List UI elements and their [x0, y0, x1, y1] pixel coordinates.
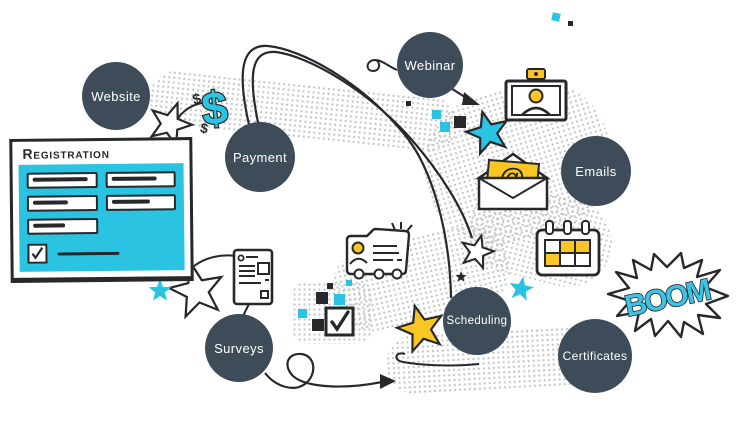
registration-form: Registration — [9, 137, 194, 283]
confetti-square — [316, 292, 328, 304]
node-website: Website — [82, 62, 150, 130]
node-payment: Payment — [225, 122, 295, 192]
dollar-small-icon: $ — [199, 119, 210, 136]
boom-burst: BOOM — [606, 252, 730, 339]
confetti-square — [346, 280, 352, 286]
node-label: Certificates — [562, 349, 628, 363]
star-icon-yellow — [393, 300, 448, 354]
wire-payment-to-star — [251, 50, 474, 239]
confetti-square — [298, 309, 307, 318]
node-certificates: Certificates — [558, 319, 632, 393]
wire-payment-to-scheduling — [241, 44, 453, 299]
node-label: Scheduling — [446, 315, 508, 327]
confetti-square — [432, 110, 441, 119]
confetti-square — [551, 12, 561, 22]
confetti-square — [454, 116, 466, 128]
webcam-icon — [504, 68, 568, 122]
form-checkbox — [27, 243, 48, 264]
registration-panel — [18, 163, 185, 272]
checkbox-icon — [324, 306, 355, 337]
calendar-icon — [535, 220, 601, 277]
node-emails: Emails — [561, 136, 631, 206]
node-label: Payment — [232, 149, 288, 165]
badge-icon — [345, 222, 413, 280]
node-surveys: Surveys — [205, 314, 273, 382]
document-icon — [232, 248, 274, 306]
confetti-square — [334, 294, 345, 305]
node-label: Emails — [575, 163, 617, 179]
confetti-square — [440, 122, 450, 132]
check-mark — [31, 246, 44, 260]
confetti-square — [312, 319, 324, 331]
node-label: Website — [91, 88, 141, 104]
confetti-square — [406, 101, 411, 106]
check-mark — [330, 310, 350, 333]
sparkle-ray — [406, 224, 413, 232]
sparkle-ray — [391, 222, 396, 231]
node-webinar: Webinar — [397, 32, 463, 98]
node-scheduling: Scheduling — [443, 287, 511, 355]
confetti-square — [568, 21, 573, 26]
arrowhead — [462, 92, 480, 105]
wire-surveys-loop — [264, 352, 383, 389]
node-label: Surveys — [214, 340, 264, 356]
wire-swirl — [395, 352, 480, 367]
confetti-square — [327, 283, 333, 289]
wire-webinar-curl — [366, 58, 398, 73]
node-label: Webinar — [404, 57, 456, 73]
arrowhead — [380, 374, 396, 389]
envelope-at-icon: @ — [475, 152, 551, 211]
